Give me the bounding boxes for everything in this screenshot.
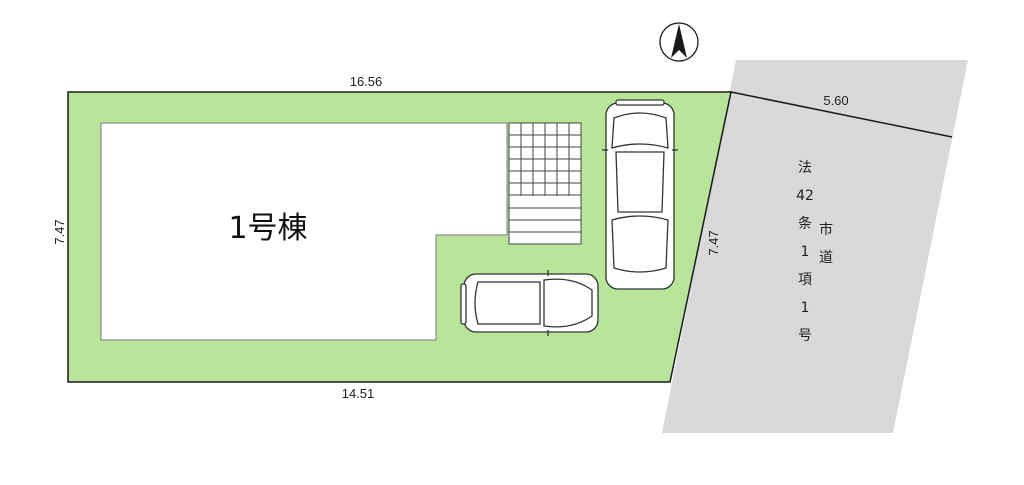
road-type-char-1: 道 [819, 250, 833, 266]
building-footprint [100, 122, 508, 341]
road-type-char-0: 市 [819, 221, 833, 238]
dim-bottom-label: 14.51 [342, 386, 375, 401]
dim-left-label: 7.47 [52, 219, 67, 244]
road-legal-char-6: 号 [798, 328, 812, 344]
road-legal-char-5: 1 [801, 300, 810, 316]
north-arrow-icon [659, 22, 699, 62]
road-type-text: 市道 [819, 221, 833, 266]
dim-top-label: 16.56 [350, 74, 383, 89]
road-legal-text: 法 42 条 1 項 1 号 [796, 160, 814, 344]
car-horizontal-icon [460, 270, 599, 336]
road-legal-char-3: 1 [801, 244, 810, 260]
dim-right-label: 7.47 [706, 230, 721, 255]
road-legal-char-2: 条 [798, 215, 812, 232]
road-width-label: 5.60 [823, 93, 848, 108]
road-area [662, 60, 968, 433]
paving-grid [508, 122, 582, 245]
road-legal-char-0: 法 [798, 160, 812, 176]
car-vertical-icon [602, 99, 678, 290]
building-label: 1号棟 [228, 211, 307, 246]
road-legal-char-4: 項 [798, 272, 812, 288]
road-legal-char-1: 42 [796, 188, 814, 204]
road-width-line [730, 91, 953, 138]
